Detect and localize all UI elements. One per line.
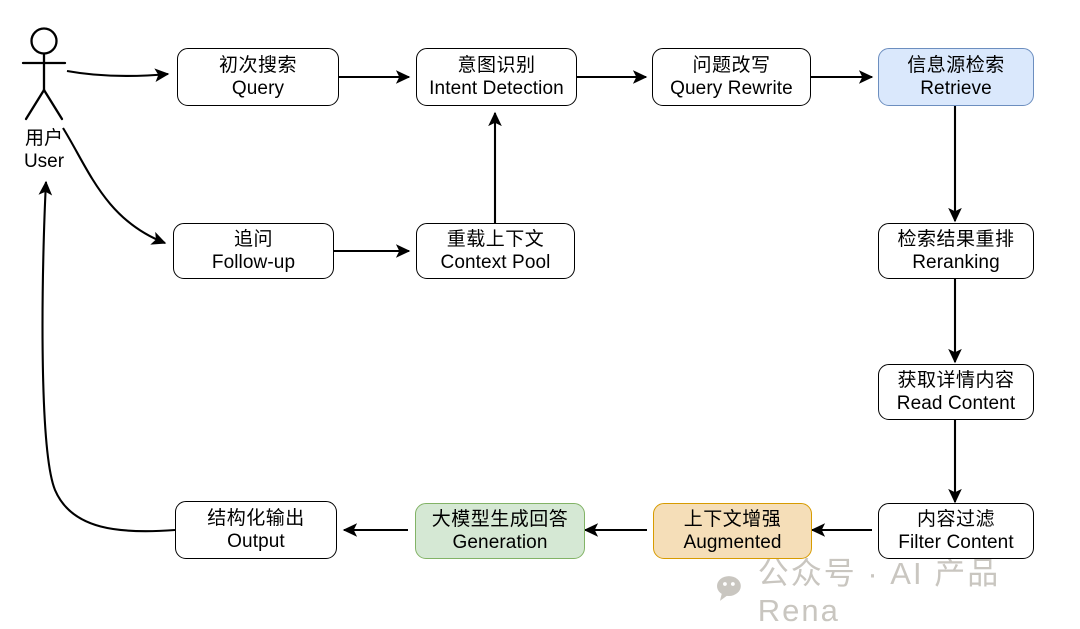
node-reranking-en: Reranking — [912, 252, 1000, 273]
node-context-pool[interactable]: 重载上下文 Context Pool — [416, 223, 575, 279]
node-generation-cn: 大模型生成回答 — [431, 508, 569, 530]
node-filter-content[interactable]: 内容过滤 Filter Content — [878, 503, 1034, 559]
node-output-en: Output — [227, 531, 285, 552]
node-filter-content-en: Filter Content — [898, 532, 1014, 553]
node-intent-detection-en: Intent Detection — [429, 78, 564, 99]
edge-user-to-followup — [62, 127, 167, 245]
user-actor-figure — [21, 27, 67, 121]
node-augmented[interactable]: 上下文增强 Augmented — [653, 503, 812, 559]
node-generation[interactable]: 大模型生成回答 Generation — [415, 503, 585, 559]
node-intent-detection-cn: 意图识别 — [457, 54, 536, 76]
node-augmented-cn: 上下文增强 — [683, 508, 782, 530]
node-follow-up-cn: 追问 — [233, 228, 273, 250]
node-retrieve[interactable]: 信息源检索 Retrieve — [878, 48, 1034, 106]
node-query-en: Query — [231, 78, 285, 99]
node-query-cn: 初次搜索 — [218, 54, 297, 76]
diagram-canvas — [21, 27, 962, 537]
edge-output-to-user — [38, 180, 176, 533]
node-generation-en: Generation — [452, 532, 548, 553]
node-query-rewrite-cn: 问题改写 — [692, 54, 771, 76]
node-context-pool-en: Context Pool — [440, 252, 551, 273]
node-reranking-cn: 检索结果重排 — [897, 228, 1015, 250]
user-actor-label-en: User — [23, 150, 65, 172]
node-query-rewrite-en: Query Rewrite — [670, 78, 793, 99]
node-read-content[interactable]: 获取详情内容 Read Content — [878, 364, 1034, 420]
node-augmented-en: Augmented — [683, 532, 782, 553]
node-follow-up[interactable]: 追问 Follow-up — [173, 223, 334, 279]
user-actor-label: 用户 User — [4, 128, 84, 174]
node-follow-up-en: Follow-up — [211, 252, 296, 273]
node-retrieve-cn: 信息源检索 — [907, 54, 1005, 76]
user-actor-label-cn: 用户 — [24, 128, 63, 149]
node-context-pool-cn: 重载上下文 — [446, 228, 545, 250]
node-intent-detection[interactable]: 意图识别 Intent Detection — [416, 48, 577, 106]
node-reranking[interactable]: 检索结果重排 Reranking — [878, 223, 1034, 279]
node-read-content-cn: 获取详情内容 — [897, 369, 1015, 391]
edge-user-to-query — [66, 68, 170, 82]
node-query[interactable]: 初次搜索 Query — [177, 48, 339, 106]
node-output[interactable]: 结构化输出 Output — [175, 501, 337, 559]
node-output-cn: 结构化输出 — [207, 507, 305, 529]
node-filter-content-cn: 内容过滤 — [916, 508, 995, 530]
node-read-content-en: Read Content — [896, 393, 1016, 414]
node-query-rewrite[interactable]: 问题改写 Query Rewrite — [652, 48, 811, 106]
node-retrieve-en: Retrieve — [920, 78, 992, 99]
